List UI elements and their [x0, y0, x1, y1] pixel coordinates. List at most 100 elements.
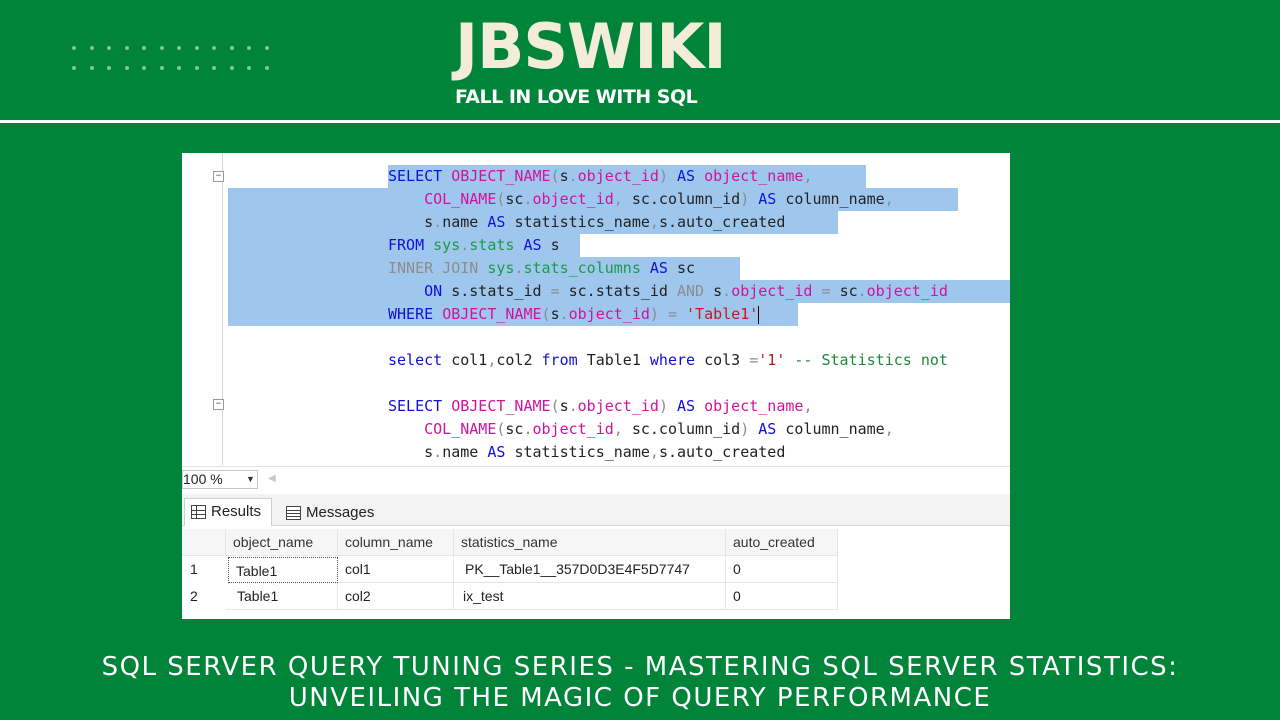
code-line[interactable]: s.name AS statistics_name,s.auto_created	[388, 441, 785, 464]
code-token: AS	[487, 443, 515, 461]
code-token: COL_NAME	[424, 190, 497, 208]
scroll-left-icon[interactable]: ◀	[268, 473, 276, 484]
table-cell[interactable]: PK__Table1__357D0D3E4F5D7747	[454, 556, 726, 583]
code-token: SELECT	[388, 397, 452, 415]
column-header[interactable]: object_name	[226, 529, 338, 556]
code-token: object_id	[532, 420, 614, 438]
code-token: (	[496, 190, 506, 208]
table-cell[interactable]: Table1	[228, 557, 338, 583]
ssms-screenshot: − − SELECT OBJECT_NAME(s.object_id) AS o…	[182, 153, 1010, 619]
editor-gutter-line	[222, 153, 223, 465]
decorative-dot	[247, 46, 251, 50]
dropdown-arrow-icon[interactable]: ▼	[246, 474, 255, 484]
code-token: '1'	[758, 351, 795, 369]
code-token: select	[388, 351, 452, 369]
table-cell[interactable]: Table1	[226, 583, 338, 610]
code-token: (	[496, 420, 506, 438]
code-token: column_name	[785, 190, 885, 208]
code-token: s	[424, 213, 434, 231]
decorative-dot	[177, 46, 181, 50]
code-line[interactable]: COL_NAME(sc.object_id, sc.column_id) AS …	[388, 418, 894, 441]
table-cell[interactable]: col1	[338, 556, 454, 583]
code-token: .	[514, 259, 524, 277]
code-token: ,	[803, 397, 813, 415]
code-token: -- Statistics not	[794, 351, 948, 369]
code-token: AS	[758, 190, 786, 208]
code-token: ,	[884, 420, 894, 438]
code-token: FROM	[388, 236, 434, 254]
code-token	[388, 443, 424, 461]
results-grid: object_name column_name statistics_name …	[182, 529, 1010, 619]
code-token: where	[649, 351, 705, 369]
table-cell[interactable]: 0	[726, 583, 838, 610]
code-token: statistics_name	[514, 213, 650, 231]
code-token: (	[550, 167, 560, 185]
code-line[interactable]: SELECT OBJECT_NAME(s.object_id) AS objec…	[388, 395, 812, 418]
decorative-dot	[142, 66, 146, 70]
video-title: SQL SERVER QUERY TUNING SERIES - MASTERI…	[0, 652, 1280, 714]
decorative-dot	[229, 66, 234, 70]
decorative-dot	[212, 46, 216, 50]
column-header[interactable]: column_name	[338, 529, 454, 556]
code-token: .	[722, 282, 732, 300]
code-token: statistics_name	[514, 443, 650, 461]
code-token: AS	[758, 420, 786, 438]
code-token: )	[740, 420, 759, 438]
code-token: .	[568, 167, 578, 185]
code-line[interactable]: INNER JOIN sys.stats_columns AS sc	[388, 257, 695, 280]
zoom-bar: 100 % ▼ ◀	[182, 466, 1010, 492]
table-cell[interactable]: col2	[338, 583, 454, 610]
row-number[interactable]: 1	[190, 561, 198, 577]
code-line[interactable]: ON s.stats_id = sc.stats_id AND s.object…	[388, 280, 948, 303]
column-header[interactable]: statistics_name	[454, 529, 726, 556]
code-token: stats	[469, 236, 524, 254]
column-header[interactable]: auto_created	[726, 529, 838, 556]
code-token: object_id	[568, 305, 650, 323]
code-token: s	[550, 305, 560, 323]
code-token: .	[433, 213, 443, 231]
table-cell[interactable]: 0	[726, 556, 838, 583]
code-token: col2	[496, 351, 542, 369]
code-token: s.stats_id	[451, 282, 551, 300]
code-token: column_name	[785, 420, 885, 438]
query-editor[interactable]: − − SELECT OBJECT_NAME(s.object_id) AS o…	[182, 153, 1010, 465]
code-token: OBJECT_NAME	[451, 397, 551, 415]
code-token	[388, 190, 424, 208]
tab-messages[interactable]: Messages	[280, 500, 390, 528]
code-line[interactable]: WHERE OBJECT_NAME(s.object_id) = 'Table1…	[388, 303, 760, 326]
code-token: WHERE	[388, 305, 443, 323]
tab-results[interactable]: Results	[184, 498, 272, 526]
code-token: =	[821, 282, 840, 300]
code-token: ,	[613, 420, 632, 438]
code-token: AS	[523, 236, 551, 254]
code-line[interactable]: FROM sys.stats AS s	[388, 234, 560, 257]
code-token: s	[424, 443, 434, 461]
selection-highlight	[228, 303, 798, 326]
brand-title: JBSWIKI	[455, 10, 727, 83]
selection-highlight	[228, 234, 580, 257]
collapse-icon[interactable]: −	[213, 171, 224, 182]
selection-highlight	[228, 257, 740, 280]
code-line[interactable]: SELECT OBJECT_NAME(s.object_id) AS objec…	[388, 165, 812, 188]
code-token: sc.column_id	[631, 190, 741, 208]
row-number[interactable]: 2	[190, 588, 198, 604]
results-tabbar: Results Messages	[182, 494, 1010, 526]
table-cell[interactable]: ix_test	[454, 583, 726, 610]
decorative-dot	[107, 46, 111, 50]
code-token: col1	[451, 351, 488, 369]
code-token: .	[857, 282, 867, 300]
header-divider	[0, 120, 1280, 123]
zoom-select[interactable]: 100 %	[182, 470, 258, 489]
collapse-icon[interactable]: −	[213, 399, 224, 410]
code-line[interactable]: select col1,col2 from Table1 where col3 …	[388, 349, 948, 372]
code-token: ON	[424, 282, 452, 300]
code-token: .	[523, 190, 533, 208]
code-line[interactable]: s.name AS statistics_name,s.auto_created	[388, 211, 785, 234]
code-token: object_name	[704, 397, 804, 415]
grid-corner[interactable]	[182, 529, 226, 556]
code-token: (	[541, 305, 551, 323]
brand-tagline: FALL IN LOVE WITH SQL	[455, 86, 698, 108]
code-token: )	[649, 305, 668, 323]
decorative-dot	[177, 66, 181, 70]
code-line[interactable]: COL_NAME(sc.object_id, sc.column_id) AS …	[388, 188, 894, 211]
